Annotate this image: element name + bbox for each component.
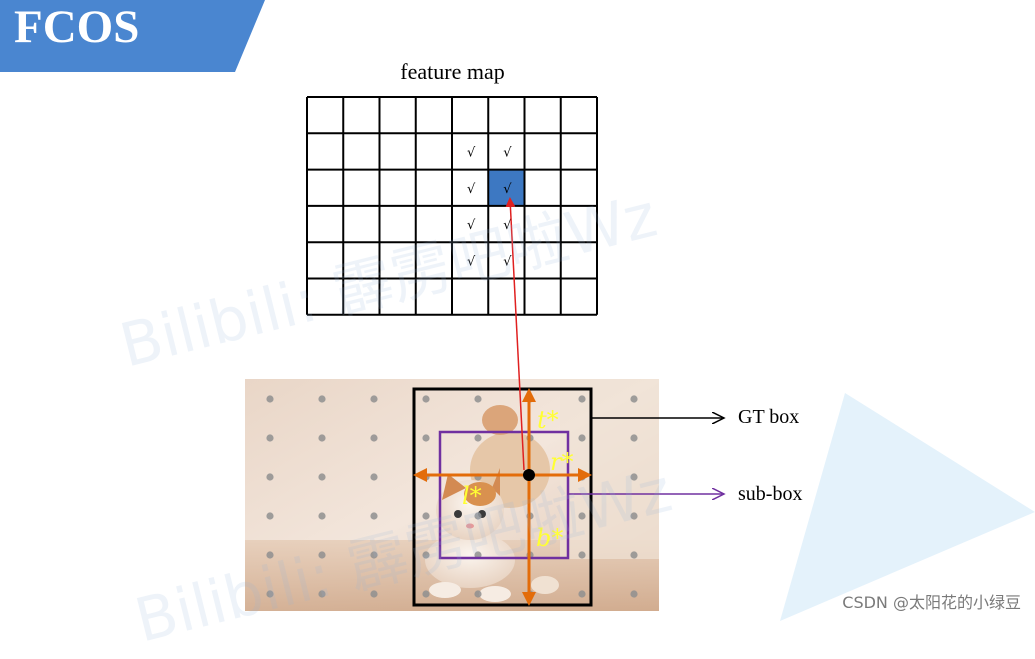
l-star-label: l* [462,482,482,510]
grid-dot [370,473,378,481]
gt-box [412,387,593,607]
grid-dot [318,473,326,481]
title-banner [0,0,265,72]
t-star-label: t* [537,406,559,434]
grid-dot [318,590,326,598]
grid-dot [266,473,274,481]
grid-dot [578,590,586,598]
grid-dot [266,395,274,403]
gt-box-label: GT box [738,406,800,428]
grid-dot [422,395,430,403]
grid-dot [630,434,638,442]
grid-dot [578,551,586,559]
grid-dot [630,395,638,403]
check-mark: √ [503,218,512,233]
grid-dot [630,512,638,520]
red-mapping-arrow [505,197,525,471]
grid-dot [370,434,378,442]
check-mark: √ [503,254,512,269]
b-star-label: b* [536,524,563,552]
grid-dot [370,395,378,403]
check-mark: √ [467,145,476,160]
grid-dot [318,512,326,520]
grid-dot [474,395,482,403]
grid-dot [630,551,638,559]
grid-dot [578,395,586,403]
grid-dot [578,434,586,442]
grid-dot [318,395,326,403]
grid-dot [474,434,482,442]
grid-dot [370,551,378,559]
feature-map-label: feature map [400,59,505,84]
grid-dot [266,551,274,559]
grid-dot [266,434,274,442]
sub-box-label: sub-box [738,483,803,505]
grid-dot [422,512,430,520]
image-diagram: t* r* l* b* [245,197,1035,611]
slide-title: FCOS [14,1,140,53]
check-mark: √ [467,182,476,197]
banner-shape [0,0,265,72]
grid-dot [630,473,638,481]
cat-photo [245,379,659,611]
grid-dot [422,551,430,559]
check-mark: √ [467,218,476,233]
decorative-triangle [780,393,1035,621]
check-mark: √ [467,254,476,269]
sub-box [438,430,570,560]
grid-dot [474,512,482,520]
grid-dot [266,590,274,598]
grid-dot [266,512,274,520]
footer-credit: CSDN @太阳花的小绿豆 [842,593,1021,612]
grid-dot [630,590,638,598]
check-mark: √ [503,182,512,197]
grid-dot [370,512,378,520]
grid-dot [578,512,586,520]
grid-dot [370,590,378,598]
check-mark: √ [503,145,512,160]
feature-map-grid: √ √ √ √ √ √ √ √ [306,96,598,316]
grid-dot [422,434,430,442]
grid-dot [318,434,326,442]
grid-dot [422,590,430,598]
r-star-label: r* [550,448,573,476]
grid-dot [318,551,326,559]
grid-dot [474,590,482,598]
anchor-point [523,469,535,481]
